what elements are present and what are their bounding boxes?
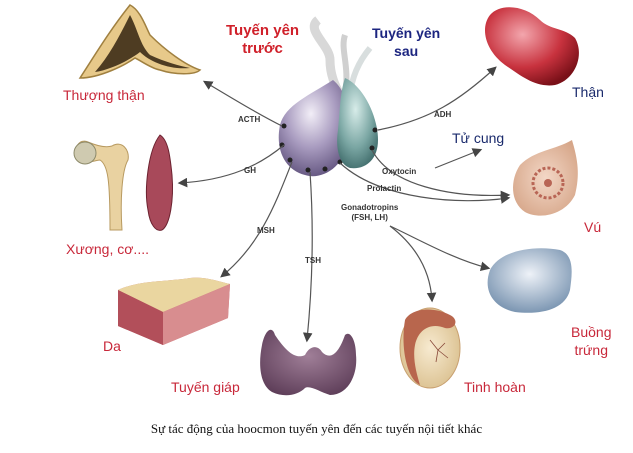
adrenal-gland-illustration (78, 4, 202, 79)
arrow-oxytocin-breast (371, 149, 511, 201)
pituitary-stalk (309, 16, 373, 98)
arrow-gonadotropin-ovary (389, 225, 491, 271)
target-breast-label: Vú (584, 219, 602, 235)
anterior-label-line2: trước (242, 40, 283, 57)
arrow-tsh (302, 171, 313, 343)
posterior-pituitary-label: Tuyến yên sau (372, 24, 440, 60)
bone-muscle-illustration (73, 134, 173, 231)
target-testis-label: Tinh hoàn (464, 379, 526, 395)
gonadotropins-line2: (FSH, LH) (351, 213, 388, 222)
ovary-label-line1: Buồng (571, 324, 612, 340)
target-kidney-label: Thận (572, 84, 604, 100)
target-thyroid-label: Tuyến giáp (171, 379, 240, 395)
gonadotropins-line1: Gonadotropins (341, 203, 399, 212)
posterior-label-line2: sau (394, 43, 419, 59)
posterior-pituitary (337, 78, 378, 169)
arrow-acth (202, 80, 283, 127)
arrow-gonadotropin-testis (389, 225, 437, 303)
skin-illustration (118, 277, 230, 345)
arrow-adh (377, 66, 497, 131)
anterior-pituitary (278, 80, 351, 177)
kidney-illustration (485, 7, 579, 86)
testis-illustration (399, 307, 461, 389)
arrow-prolactin (339, 162, 511, 204)
ovary-label-line2: trứng (574, 342, 608, 358)
hormone-msh: MSH (257, 226, 275, 235)
hormone-prolactin: Prolactin (367, 184, 402, 193)
target-uterus-label: Tử cung (452, 130, 505, 146)
hormone-acth: ACTH (238, 115, 261, 124)
arrow-oxytocin-uterus (434, 148, 483, 169)
breast-illustration (513, 140, 578, 216)
hormone-gh: GH (244, 166, 256, 175)
hormone-gonadotropins: Gonadotropins (FSH, LH) (341, 203, 398, 223)
hormone-tsh: TSH (305, 256, 321, 265)
anterior-label-line1: Tuyến yên (226, 22, 300, 39)
target-bone-muscle-label: Xương, cơ.... (66, 241, 149, 257)
arrow-msh (220, 161, 293, 278)
arrow-gh (177, 144, 285, 188)
target-skin-label: Da (103, 338, 121, 354)
posterior-label-line1: Tuyến yên (372, 25, 441, 41)
anterior-pituitary-label: Tuyến yên trước (226, 22, 299, 58)
target-ovary-label: Buồng trứng (571, 323, 611, 359)
thyroid-illustration (260, 329, 357, 396)
target-adrenal-label: Thượng thận (63, 87, 145, 103)
figure-caption: Sự tác động của hoocmon tuyến yên đến cá… (150, 421, 483, 436)
hormone-oxytocin: Oxytocin (382, 167, 417, 176)
hormone-arrows (177, 66, 511, 343)
ovary-illustration (487, 248, 572, 313)
hormone-adh: ADH (434, 110, 452, 119)
